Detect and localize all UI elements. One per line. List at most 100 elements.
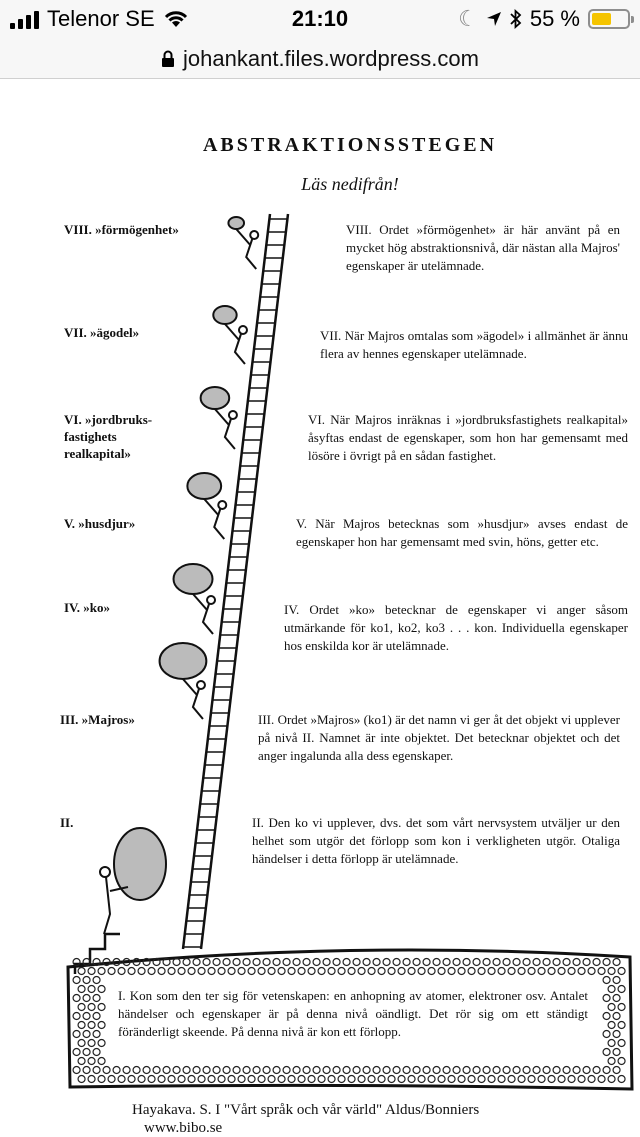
atom-dot [72, 1065, 81, 1075]
atom-dot [252, 1065, 261, 1075]
atom-dot [587, 1074, 596, 1084]
level-label-viii: VIII. »förmögenhet» [64, 222, 179, 237]
atom-dot [617, 966, 626, 976]
atom-dot [537, 966, 546, 976]
atom-dot [607, 1038, 616, 1048]
atom-dot [557, 966, 566, 976]
atom-dot [197, 1074, 206, 1084]
atom-dot [97, 984, 106, 994]
atom-dot [282, 957, 291, 967]
atom-dot [272, 957, 281, 967]
ground-level-text: I. Kon som den ter sig för vetenskapen: … [118, 988, 588, 1039]
lock-icon [162, 50, 175, 67]
atom-dot [302, 1065, 311, 1075]
atom-dot [507, 966, 516, 976]
atom-dot [147, 966, 156, 976]
atom-dot [617, 1056, 626, 1066]
atom-dot [82, 1047, 91, 1057]
atom-dot [597, 966, 606, 976]
atom-dot [332, 1065, 341, 1075]
atom-dot [617, 1002, 626, 1012]
atom-dot [337, 966, 346, 976]
atom-dot [397, 966, 406, 976]
atom-dot [97, 1038, 106, 1048]
atom-dot [222, 957, 231, 967]
atom-dot [482, 957, 491, 967]
level-desc-iii: III. Ordet »Majros» (ko1) är det namn vi… [258, 712, 620, 763]
atom-dot [577, 1074, 586, 1084]
atom-dot [92, 957, 101, 967]
atom-dot [227, 966, 236, 976]
atom-dot [327, 966, 336, 976]
atom-dot [257, 966, 266, 976]
atom-dot [417, 1074, 426, 1084]
atom-dot [212, 1065, 221, 1075]
url-text[interactable]: johankant.files.wordpress.com [183, 46, 479, 71]
atom-dot [262, 1065, 271, 1075]
atom-dot [422, 1065, 431, 1075]
atom-dot [617, 1038, 626, 1048]
atom-dot [447, 1074, 456, 1084]
atom-dot [607, 1074, 616, 1084]
status-bar: Telenor SE 21:10 ☾ 55 % [0, 0, 640, 40]
atom-dot [192, 1065, 201, 1075]
atom-dot [147, 1074, 156, 1084]
atom-dot [232, 1065, 241, 1075]
atom-dot [607, 966, 616, 976]
atom-dot [77, 984, 86, 994]
atom-dot [312, 957, 321, 967]
climber-figure [227, 216, 260, 270]
atom-dot [557, 1074, 566, 1084]
level-desc-iv: IV. Ordet »ko» betecknar de egenskaper v… [284, 602, 628, 653]
atom-dot [592, 1065, 601, 1075]
level-label-vii: VII. »ägodel» [64, 325, 140, 340]
atom-dot [422, 957, 431, 967]
atom-dot [257, 1074, 266, 1084]
atom-dot [172, 1065, 181, 1075]
atom-dot [87, 1002, 96, 1012]
level-label-iv: IV. »ko» [64, 600, 111, 615]
atom-dot [182, 957, 191, 967]
atom-dot [102, 957, 111, 967]
atom-dot [532, 1065, 541, 1075]
atom-dot [442, 1065, 451, 1075]
atom-dot [567, 966, 576, 976]
atom-dot [602, 993, 611, 1003]
atom-dot [447, 966, 456, 976]
atom-dot [472, 1065, 481, 1075]
level-desc-vii: VII. När Majros omtalas som »ägodel» i a… [320, 328, 628, 361]
atom-dot [297, 1074, 306, 1084]
atom-dot [152, 1065, 161, 1075]
atom-dot [452, 1065, 461, 1075]
atom-dot [512, 957, 521, 967]
atom-dot [597, 1074, 606, 1084]
climber-figure [199, 386, 238, 450]
atom-dot [372, 1065, 381, 1075]
atom-dot [132, 957, 141, 967]
atom-dot [92, 1029, 101, 1039]
atom-dot [477, 1074, 486, 1084]
atom-dot [97, 1002, 106, 1012]
atom-dot [267, 966, 276, 976]
climber-figure [212, 305, 248, 365]
atom-dot [397, 1074, 406, 1084]
address-bar[interactable]: johankant.files.wordpress.com [0, 40, 640, 79]
atom-dot [377, 966, 386, 976]
atom-dot [157, 966, 166, 976]
atom-dot [537, 1074, 546, 1084]
atom-dot [547, 966, 556, 976]
atom-dot [467, 1074, 476, 1084]
atom-dot [322, 1065, 331, 1075]
atom-dot [547, 1074, 556, 1084]
climber-figure [158, 642, 208, 720]
atom-dot [302, 957, 311, 967]
atom-dot [602, 975, 611, 985]
atom-dot [517, 1074, 526, 1084]
atom-dot [117, 1074, 126, 1084]
page-title: ABSTRAKTIONSSTEGEN [202, 134, 498, 156]
atom-dot [382, 957, 391, 967]
atom-dot [267, 1074, 276, 1084]
level-desc-v: V. När Majros betecknas som »husdjur» av… [296, 516, 628, 549]
level-label-iii: III. »Majros» [60, 712, 135, 727]
atom-dot [77, 1002, 86, 1012]
